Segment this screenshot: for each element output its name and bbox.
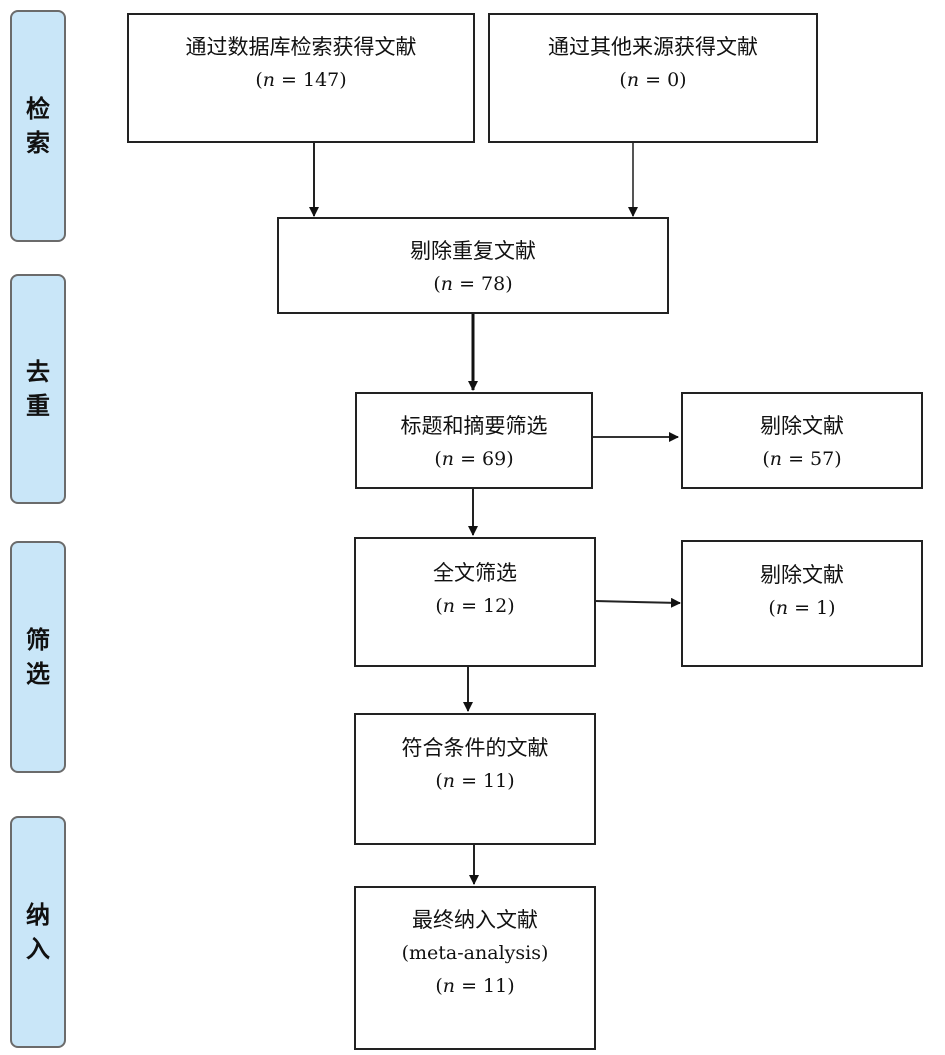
stage-screen: 筛选	[10, 541, 66, 773]
stage-label-screen: 筛选	[26, 626, 50, 688]
box-excluded-2-count: (n = 1)	[768, 597, 836, 619]
box-title-abstract-screening-count: (n = 69)	[434, 448, 514, 470]
box-database-search: 通过数据库检索获得文献 (n = 147)	[127, 13, 475, 143]
arrow-fulltext-to-excluded-2	[594, 597, 681, 608]
box-title-abstract-screening-title: 标题和摘要筛选	[400, 414, 548, 438]
box-other-sources-title: 通过其他来源获得文献	[548, 35, 758, 59]
box-excluded-1-title: 剔除文献	[760, 414, 844, 438]
stage-dedup: 去重	[10, 274, 66, 504]
box-eligible-articles: 符合条件的文献 (n = 11)	[354, 713, 596, 845]
box-other-sources: 通过其他来源获得文献 (n = 0)	[488, 13, 818, 143]
box-excluded-1: 剔除文献 (n = 57)	[681, 392, 923, 489]
box-other-sources-count: (n = 0)	[619, 69, 687, 91]
box-final-included-count: (n = 11)	[435, 975, 515, 997]
box-database-search-count: (n = 147)	[255, 69, 347, 91]
box-eligible-articles-count: (n = 11)	[435, 770, 515, 792]
box-excluded-2: 剔除文献 (n = 1)	[681, 540, 923, 667]
box-final-included-title: 最终纳入文献	[412, 908, 538, 932]
box-excluded-2-title: 剔除文献	[760, 563, 844, 587]
stage-include: 纳入	[10, 816, 66, 1048]
stage-label-dedup: 去重	[26, 358, 50, 420]
box-remove-duplicates: 剔除重复文献 (n = 78)	[277, 217, 669, 314]
stage-label-search: 检索	[26, 95, 50, 157]
box-final-included: 最终纳入文献 (meta-analysis) (n = 11)	[354, 886, 596, 1050]
box-remove-duplicates-count: (n = 78)	[433, 273, 513, 295]
box-eligible-articles-title: 符合条件的文献	[401, 736, 549, 760]
box-database-search-title: 通过数据库检索获得文献	[185, 35, 417, 59]
box-final-included-subtitle: (meta-analysis)	[401, 942, 549, 964]
box-fulltext-screening-title: 全文筛选	[433, 561, 517, 585]
box-excluded-1-count: (n = 57)	[762, 448, 842, 470]
box-remove-duplicates-title: 剔除重复文献	[410, 239, 536, 263]
box-fulltext-screening: 全文筛选 (n = 12)	[354, 537, 596, 667]
box-fulltext-screening-count: (n = 12)	[435, 595, 515, 617]
stage-label-include: 纳入	[26, 901, 50, 963]
box-title-abstract-screening: 标题和摘要筛选 (n = 69)	[355, 392, 593, 489]
stage-search: 检索	[10, 10, 66, 242]
